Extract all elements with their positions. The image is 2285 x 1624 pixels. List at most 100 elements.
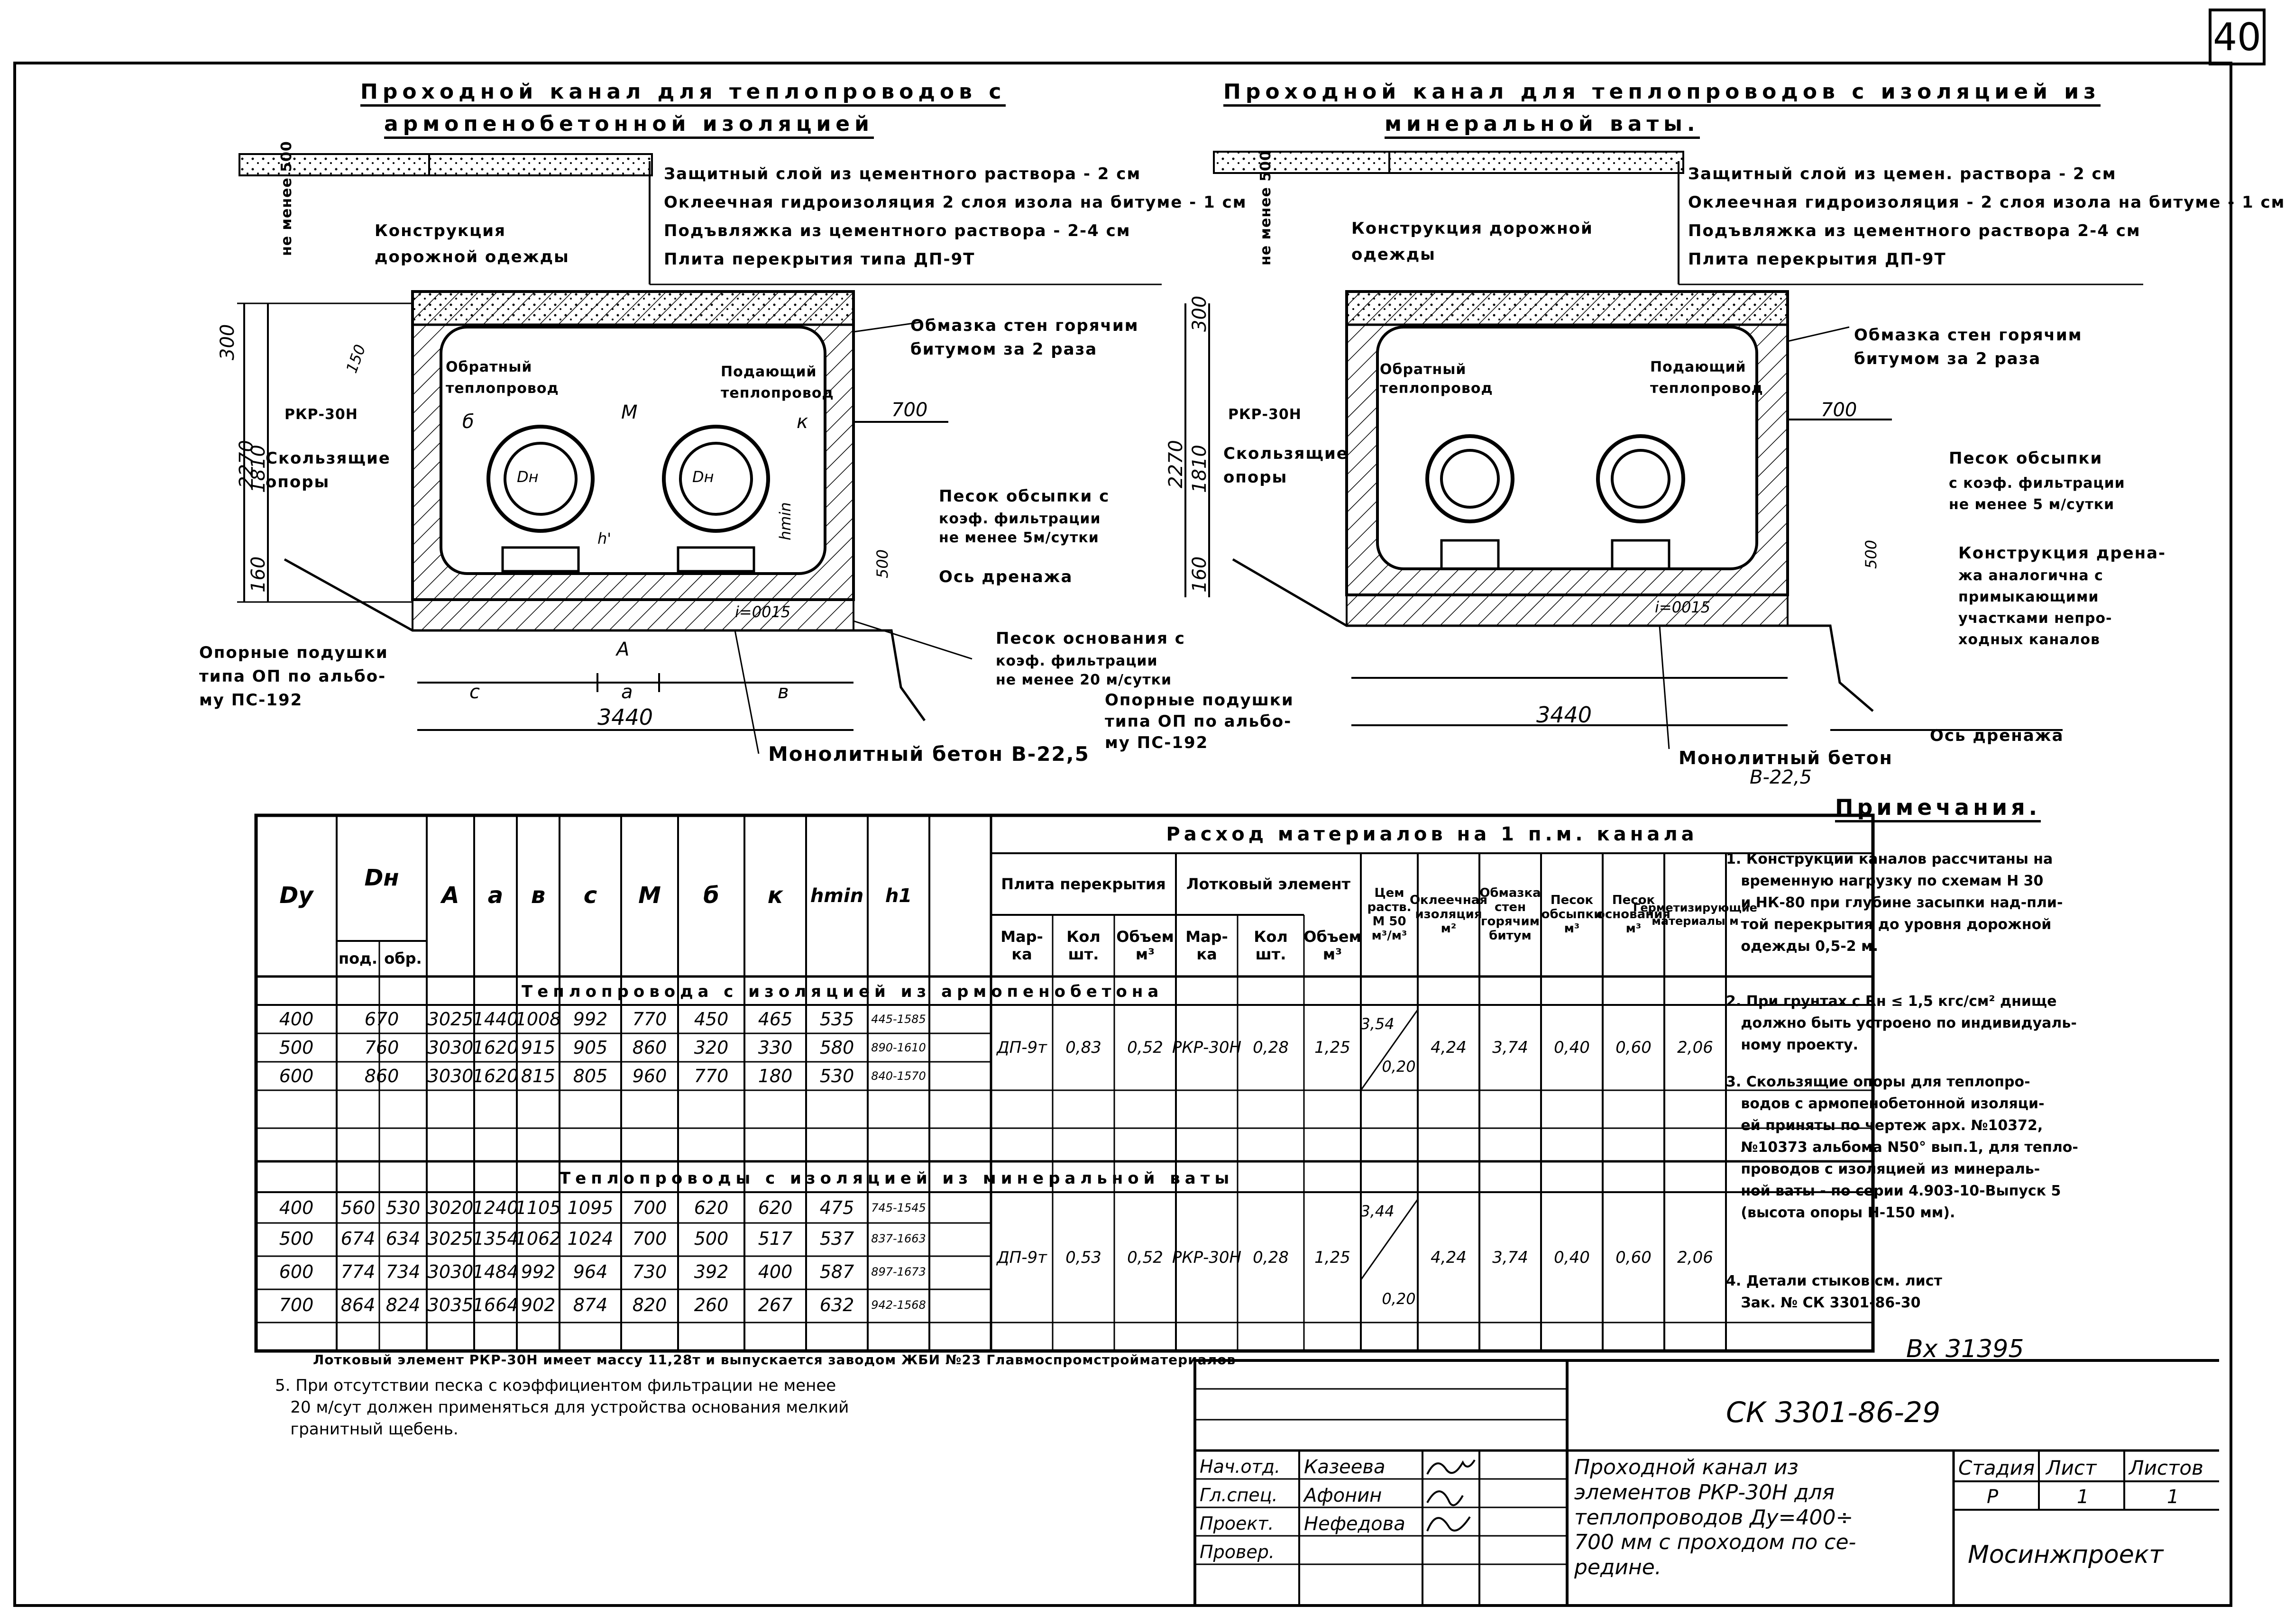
table-section-1: Теплопровода с изоляцией из армопенобето…	[522, 982, 1164, 1001]
left-not-less: не менее 500	[278, 141, 295, 256]
left-sand-base-1: Песок основания с	[996, 629, 1185, 648]
left-letter-k: к	[797, 411, 808, 433]
left-letter-d: б	[462, 411, 474, 433]
table-cell-M: 700	[632, 1228, 667, 1249]
table-cell-c: 805	[573, 1066, 608, 1086]
table-cell-c: 874	[573, 1295, 608, 1315]
right-drain-1: Конструкция дрена-	[1958, 544, 2166, 563]
table-cell-M: 960	[632, 1066, 667, 1086]
th-d: б	[703, 882, 719, 909]
note-3: 3. Скользящие опоры для теплопро- водов …	[1726, 1074, 2078, 1221]
table-cell-dn: 670	[364, 1009, 399, 1030]
left-letter-hmin: hmin	[776, 502, 794, 540]
table-cell-dn: 760	[364, 1037, 399, 1058]
table-cell-c: 905	[573, 1037, 608, 1058]
table-cell-A: 3025	[427, 1009, 474, 1030]
note-4: 4. Детали стыков см. лист Зак. № СК 3301…	[1726, 1273, 1942, 1311]
table-cell-hmin: 475	[819, 1197, 854, 1218]
left-layer-2: Оклеечная гидроизоляция 2 слоя изола на …	[664, 193, 1247, 212]
left-letter-A: А	[616, 639, 630, 660]
title-block-grid	[1193, 1359, 2219, 1607]
table-cell-d: 260	[694, 1295, 729, 1315]
left-sand-fill-3: не менее 5м/сутки	[939, 529, 1099, 546]
left-letter-c: с	[469, 681, 480, 703]
name-2: Афонин	[1304, 1485, 1382, 1506]
left-pads-1: Опорные подушки	[199, 643, 388, 662]
material-cell-qty: 0,83	[1065, 1038, 1101, 1057]
table-cell-dy: 600	[279, 1066, 314, 1086]
th-a: а	[487, 882, 504, 909]
material-cell-qty2: 0,28	[1253, 1248, 1289, 1267]
table-cell-k: 517	[758, 1228, 793, 1249]
page-number: 40	[2209, 9, 2266, 65]
sheets-value: 1	[2167, 1486, 2179, 1508]
th-hmin: hmin	[810, 885, 864, 907]
left-title-line1: Проходной канал для теплопроводов с	[360, 82, 1006, 107]
th-M: М	[638, 882, 661, 909]
table-cell-hmin: 535	[819, 1009, 854, 1030]
left-slope: i=0015	[735, 603, 791, 621]
left-sand-fill-1: Песок обсыпки с	[939, 487, 1110, 506]
table-cell-a: 1484	[472, 1261, 519, 1282]
material-cell-mark2: РКР-30Н	[1172, 1248, 1242, 1267]
table-grid	[254, 813, 1875, 1353]
table-cell-c: 1095	[567, 1197, 614, 1218]
doc-code: СК 3301-86-29	[1726, 1396, 1941, 1429]
right-drain-3: примыкающими	[1958, 589, 2099, 605]
table-cell-dy: 400	[279, 1009, 314, 1030]
th-ins: Оклеечная изоляция м²	[1409, 893, 1488, 936]
table-cell-h: 445-1585	[871, 1013, 926, 1026]
table-cell-h: 837-1663	[871, 1232, 926, 1245]
th-consumption: Расход материалов на 1 п.м. канала	[1166, 823, 1698, 845]
left-coating-2: битумом за 2 раза	[910, 340, 1098, 359]
material-cell-vol: 0,52	[1127, 1248, 1163, 1267]
sheet-frame	[13, 62, 2232, 1607]
role-3: Проект.	[1200, 1513, 1274, 1534]
th-dn-pod: под.	[338, 949, 378, 968]
table-cell-dn_obr: 734	[385, 1261, 421, 1282]
table-cell-M: 730	[632, 1261, 667, 1282]
table-cell-dy: 500	[279, 1228, 314, 1249]
right-dim-500: 500	[1862, 539, 1880, 569]
right-dim-1810: 1810	[1189, 445, 1211, 493]
th-qty: Кол шт.	[1066, 928, 1101, 963]
table-cell-b: 1062	[515, 1228, 561, 1249]
left-pads-3: му ПС-192	[199, 691, 303, 710]
right-layer-4: Плита перекрытия ДП-9Т	[1688, 250, 1946, 269]
table-cell-dn_obr: 530	[385, 1197, 421, 1218]
right-return-2: теплопровод	[1380, 380, 1493, 397]
table-cell-c: 1024	[567, 1228, 614, 1249]
table-cell-M: 860	[632, 1037, 667, 1058]
left-return-1: Обратный	[446, 359, 532, 375]
table-cell-h: 745-1545	[871, 1201, 926, 1214]
right-coating-1: Обмазка стен горячим	[1854, 326, 2083, 345]
material-cell-qty2: 0,28	[1253, 1038, 1289, 1057]
table-cell-c: 992	[573, 1009, 608, 1030]
right-road-label-2: одежды	[1351, 245, 1436, 264]
table-cell-d: 500	[694, 1228, 729, 1249]
note-1: 1. Конструкции каналов рассчитаны на вре…	[1726, 851, 2063, 955]
right-section-drawing	[1184, 151, 2143, 749]
left-coating-1: Обмазка стен горячим	[910, 316, 1139, 335]
table-cell-a: 1620	[472, 1066, 519, 1086]
table-cell-c: 964	[573, 1261, 608, 1282]
th-k: к	[767, 882, 783, 909]
material-cell-qty: 0,53	[1065, 1248, 1101, 1267]
right-layer-2: Оклеечная гидроизоляция - 2 слоя изола н…	[1688, 193, 2285, 212]
right-layer-3: Подъвляжка из цементного раствора 2-4 см	[1688, 221, 2141, 240]
material-cell-mark: ДП-9т	[997, 1038, 1047, 1057]
th-b: в	[531, 882, 546, 909]
left-dim-160: 160	[248, 556, 269, 593]
material-cell-sandf: 0,40	[1554, 1248, 1590, 1267]
material-cell-mark: ДП-9т	[997, 1248, 1047, 1267]
table-cell-b: 992	[521, 1261, 556, 1282]
left-road-label-2: дорожной одежды	[375, 247, 569, 266]
doc-title: Проходной канал из элементов РКР-30Н для…	[1574, 1455, 1856, 1580]
right-dim-2270: 2270	[1165, 440, 1187, 488]
th-dy: Dу	[279, 882, 313, 909]
left-dim-300: 300	[217, 324, 239, 360]
table-cell-A: 3025	[427, 1228, 474, 1249]
table-cell-A: 3035	[427, 1295, 474, 1315]
right-supply-1: Подающий	[1650, 359, 1746, 375]
right-sand-fill-2: с коэф. фильтрации	[1949, 475, 2125, 492]
